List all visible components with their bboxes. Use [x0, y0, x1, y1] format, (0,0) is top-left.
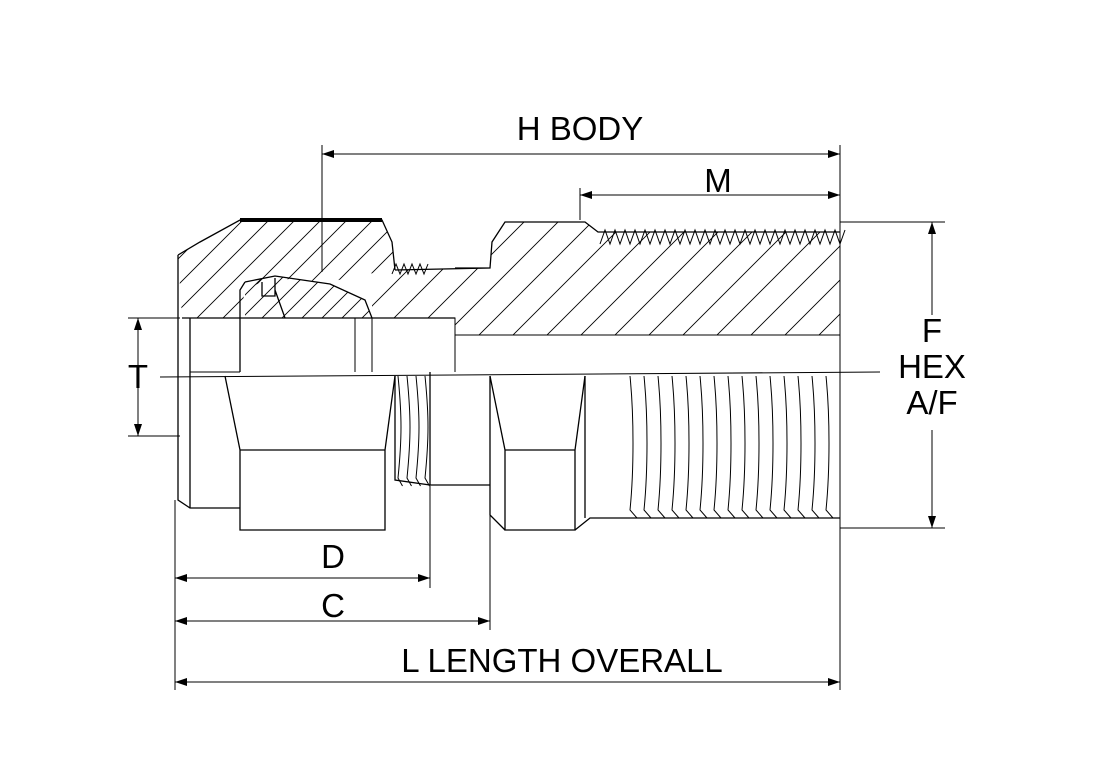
f-label: F [922, 312, 942, 349]
h-body-label: H BODY [517, 110, 644, 147]
d-label: D [321, 538, 345, 575]
threads-exterior [394, 372, 490, 487]
hex-label: HEX [898, 348, 966, 385]
dimension-f-hex: F HEX A/F [840, 221, 966, 529]
c-label: C [321, 587, 345, 624]
bore-lines [159, 317, 881, 378]
nut-exterior [177, 318, 396, 531]
dimension-c: C [175, 515, 491, 630]
dimension-h-body: H BODY [321, 110, 841, 690]
t-label: T [128, 358, 148, 395]
dimension-l-length: L LENGTH OVERALL [175, 642, 840, 686]
af-label: A/F [906, 384, 957, 421]
m-label: M [704, 162, 732, 199]
dimension-m: M [579, 162, 840, 220]
nut-section [177, 218, 396, 318]
dimension-d: D [174, 486, 431, 690]
body-exterior [489, 375, 840, 531]
ferrule-section [244, 275, 373, 319]
l-length-label: L LENGTH OVERALL [401, 642, 723, 679]
dimension-t: T [128, 317, 180, 437]
body-section [372, 221, 846, 336]
